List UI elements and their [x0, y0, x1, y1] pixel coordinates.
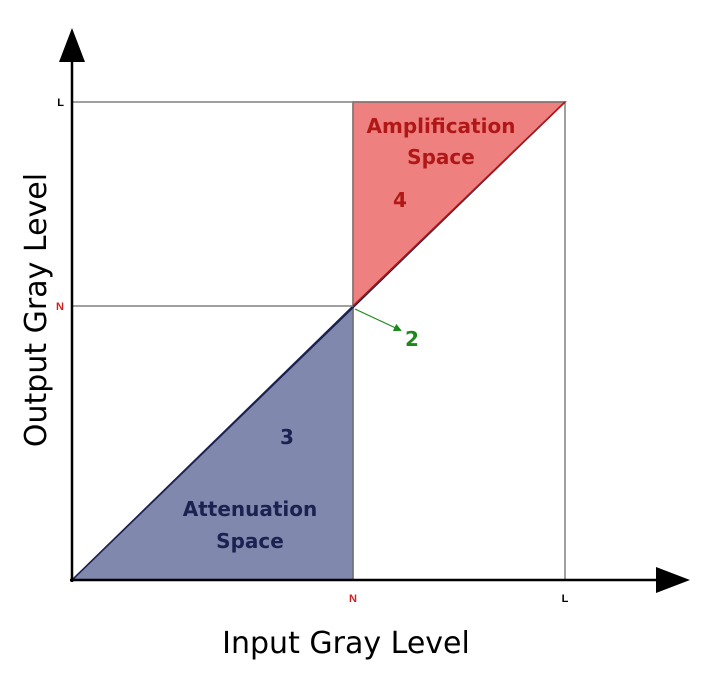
attenuation-label-line1: Attenuation [183, 497, 318, 521]
attenuation-number: 3 [280, 425, 294, 449]
y-tick-n: N [56, 301, 64, 313]
identity-diagonal-upper [352, 101, 566, 307]
y-axis-title: Output Gray Level [19, 173, 54, 447]
amplification-label-line2: Space [407, 145, 475, 169]
x-tick-n: N [349, 593, 357, 605]
y-axis-arrowhead [59, 28, 85, 62]
attenuation-label-line2: Space [216, 529, 284, 553]
amplification-label-line1: Amplification [367, 114, 516, 138]
pointer-arrow [354, 308, 402, 332]
x-tick-l: L [562, 593, 569, 605]
amplification-number: 4 [393, 188, 407, 212]
pointer-label: 2 [405, 327, 419, 351]
x-axis-title: Input Gray Level [222, 626, 470, 661]
y-tick-l: L [57, 97, 64, 109]
x-axis-arrowhead [656, 567, 690, 593]
